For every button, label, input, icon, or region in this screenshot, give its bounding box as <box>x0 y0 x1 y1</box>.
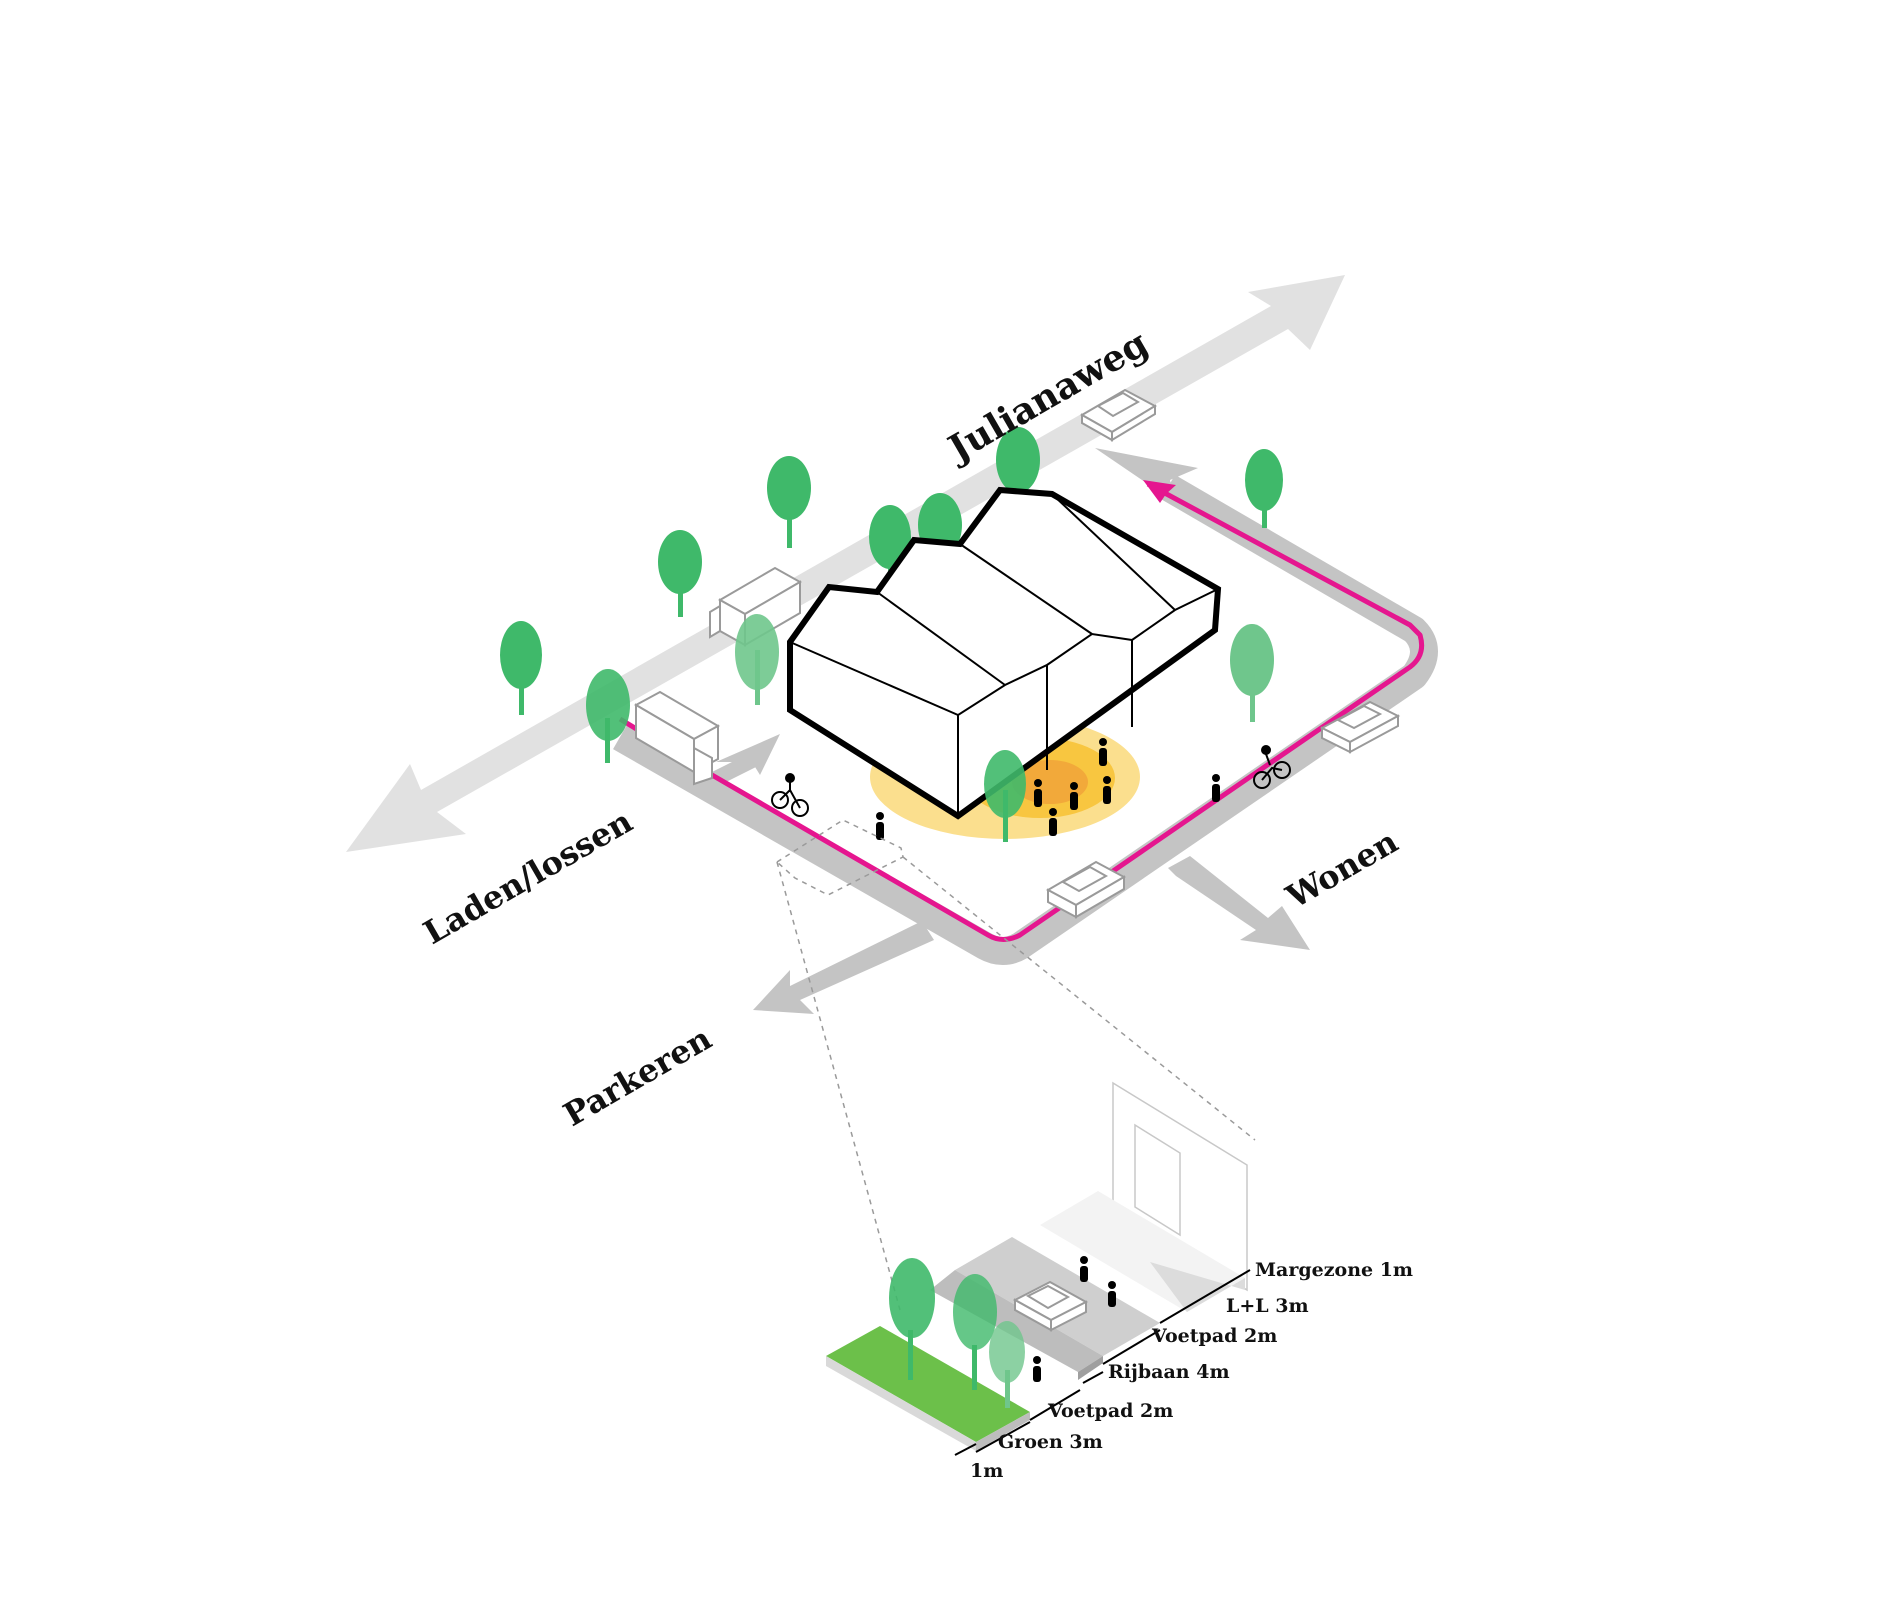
person-icon <box>1034 779 1042 807</box>
truck-icon <box>633 690 721 786</box>
tree-icon <box>658 530 702 617</box>
car-icon <box>1079 388 1158 442</box>
margezone-label: Margezone 1m <box>1255 1259 1413 1281</box>
person-icon <box>1033 1356 1041 1382</box>
voetpad-top-label: Voetpad 2m <box>1151 1325 1277 1347</box>
perimeter-arrows <box>712 448 1198 786</box>
car-icon <box>1319 700 1401 754</box>
tree-icon <box>767 456 811 548</box>
groen-label: Groen 3m <box>998 1431 1103 1453</box>
tree-icon <box>989 1321 1025 1408</box>
tree-icon <box>735 614 779 705</box>
tree-icon <box>500 621 542 715</box>
parkeren-arrow <box>753 918 934 1014</box>
wonen-arrow <box>1168 856 1310 950</box>
route-arrowhead <box>1143 480 1176 503</box>
person-icon <box>1212 774 1220 802</box>
person-icon <box>1080 1256 1088 1282</box>
bicycle-icon <box>771 773 809 817</box>
ll-label: L+L 3m <box>1226 1295 1309 1317</box>
people <box>876 738 1220 840</box>
parkeren-label: Parkeren <box>557 1019 718 1134</box>
trees-front <box>586 614 1274 842</box>
bicycle-icon <box>1253 745 1291 789</box>
street-profile <box>826 1081 1251 1456</box>
one-m-label: 1m <box>970 1460 1003 1482</box>
cyclists <box>771 745 1291 817</box>
wonen-label: Wonen <box>1279 822 1404 916</box>
tree-icon <box>1245 449 1283 528</box>
building <box>787 486 1222 820</box>
person-icon <box>1108 1281 1116 1307</box>
tree-icon <box>586 669 630 763</box>
person-icon <box>876 812 884 840</box>
tree-icon <box>869 505 911 575</box>
tree-icon <box>1230 624 1274 722</box>
tree-icon <box>953 1274 997 1390</box>
person-icon <box>1099 738 1107 766</box>
person-icon <box>1070 782 1078 810</box>
detail-callout-lines <box>775 819 1256 1311</box>
car-icon <box>1045 860 1127 919</box>
julianaweg-arrow <box>346 275 1345 852</box>
car-icon <box>1012 1280 1089 1332</box>
rijbaan-label: Rijbaan 4m <box>1108 1361 1230 1383</box>
voetpad-bottom-label: Voetpad 2m <box>1047 1400 1173 1422</box>
tree-icon <box>996 427 1040 493</box>
person-icon <box>1103 776 1111 804</box>
tree-icon <box>984 750 1026 842</box>
person-icon <box>1049 808 1057 836</box>
profile-labels: Margezone 1m L+L 3m Voetpad 2m Rijbaan 4… <box>970 1259 1413 1482</box>
tree-icon <box>889 1258 935 1380</box>
vehicles <box>633 388 1401 919</box>
